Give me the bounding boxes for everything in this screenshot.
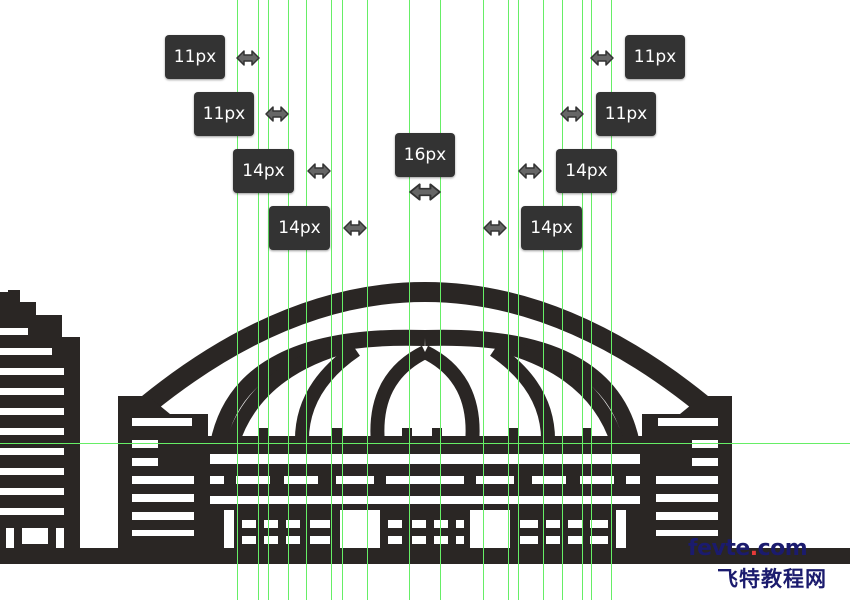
lower-window-grid <box>242 520 608 544</box>
watermark-logo: fevte.com <box>688 536 808 561</box>
watermark-chinese: 飞特教程网 <box>717 567 827 591</box>
double-arrow-icon <box>343 220 367 236</box>
double-arrow-icon <box>236 50 260 66</box>
left-building <box>0 290 80 548</box>
measure-tag-left-3: 14px <box>233 149 294 193</box>
measure-tag-right-1: 11px <box>625 35 685 79</box>
double-arrow-icon <box>483 220 507 236</box>
double-arrow-icon <box>409 183 441 201</box>
measure-tag-center: 16px <box>395 133 455 177</box>
double-arrow-icon <box>265 106 289 122</box>
measure-tag-right-2: 11px <box>596 92 656 136</box>
watermark-suffix: com <box>757 536 808 561</box>
stadium-windows <box>132 418 718 548</box>
watermark-prefix: fevte <box>688 536 750 561</box>
measure-tag-right-3: 14px <box>556 149 617 193</box>
watermark-dot: . <box>749 536 758 561</box>
measure-tag-left-1: 11px <box>165 35 225 79</box>
double-arrow-icon <box>590 50 614 66</box>
double-arrow-icon <box>307 163 331 179</box>
measure-tag-right-4: 14px <box>521 206 582 250</box>
ground-line <box>0 548 850 564</box>
double-arrow-icon <box>518 163 542 179</box>
double-arrow-icon <box>560 106 584 122</box>
stadium-dome <box>141 282 709 447</box>
measure-tag-left-4: 14px <box>269 206 330 250</box>
measure-tag-left-2: 11px <box>194 92 254 136</box>
